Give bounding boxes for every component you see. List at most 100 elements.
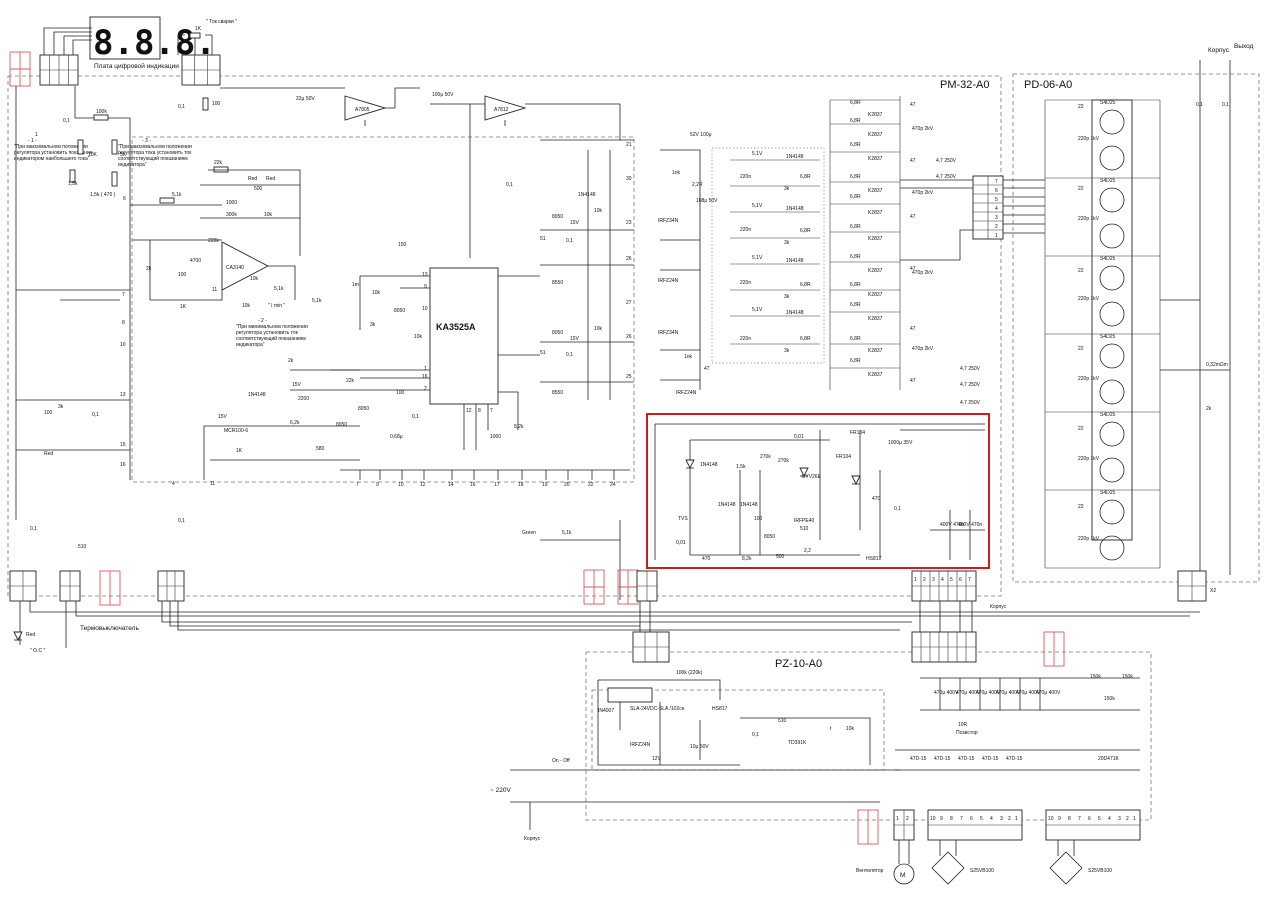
svg-text:470: 470	[702, 556, 711, 562]
svg-text:6,8R: 6,8R	[800, 174, 811, 180]
svg-text:150k: 150k	[1090, 674, 1101, 680]
svg-text:0,1: 0,1	[566, 352, 573, 358]
svg-text:1: 1	[995, 233, 998, 239]
imin-label: " I min "	[268, 303, 285, 309]
svg-text:10: 10	[422, 306, 428, 312]
svg-text:0,1: 0,1	[178, 518, 185, 524]
svg-text:500: 500	[776, 554, 785, 560]
svg-text:6: 6	[970, 816, 973, 822]
svg-text:1m: 1m	[352, 282, 359, 288]
highlight-region-contents: 1N4148 1,5k 270k 270k 0,01 FR104 FR104 1…	[654, 423, 985, 562]
svg-text:220p 1kV: 220p 1kV	[1078, 376, 1100, 382]
svg-text:1: 1	[914, 577, 917, 583]
oc-label: " O.C "	[30, 648, 45, 654]
svg-text:KA3525A: KA3525A	[436, 322, 476, 332]
svg-text:S25VB100: S25VB100	[970, 868, 994, 874]
svg-text:2: 2	[995, 224, 998, 230]
svg-text:22: 22	[1078, 426, 1084, 432]
svg-text:2,2: 2,2	[804, 548, 811, 554]
note3-heading: - 3 -	[142, 138, 151, 144]
svg-text:580: 580	[316, 446, 325, 452]
secondary-dotted-outline	[711, 147, 825, 364]
display-board-label: Плата цифровой индикации	[94, 62, 179, 70]
svg-text:47: 47	[910, 158, 916, 164]
svg-text:7: 7	[1078, 816, 1081, 822]
svg-text:6,8R: 6,8R	[850, 194, 861, 200]
svg-text:3: 3	[1118, 816, 1121, 822]
pm-board-outline	[7, 75, 1002, 597]
svg-text:8: 8	[122, 320, 125, 326]
svg-text:100: 100	[396, 390, 405, 396]
svg-text:1: 1	[1133, 816, 1136, 822]
svg-text:5,1k: 5,1k	[562, 530, 572, 536]
note2-heading: - 2 -	[258, 318, 267, 324]
svg-text:10k: 10k	[372, 290, 381, 296]
svg-text:CA3140: CA3140	[226, 265, 244, 271]
svg-text:IRFZ24N: IRFZ24N	[630, 742, 651, 748]
svg-text:22k: 22k	[346, 378, 355, 384]
svg-text:220p 1kV: 220p 1kV	[1078, 456, 1100, 462]
svg-text:220p 1kV: 220p 1kV	[1078, 216, 1100, 222]
svg-text:5,1k: 5,1k	[172, 192, 182, 198]
svg-text:10k: 10k	[250, 276, 259, 282]
svg-text:6,8R: 6,8R	[850, 100, 861, 106]
svg-text:0,68μ: 0,68μ	[390, 434, 403, 440]
svg-text:1000: 1000	[226, 200, 237, 206]
svg-text:10: 10	[398, 482, 404, 488]
svg-text:4: 4	[990, 816, 993, 822]
svg-text:X2: X2	[1210, 588, 1216, 594]
corpus-ground-label: Корпус	[524, 836, 541, 842]
svg-text:SLA-24VDC-SLA /102ce: SLA-24VDC-SLA /102ce	[630, 706, 685, 712]
opamp-ca3140	[221, 241, 269, 291]
svg-text:Корпус: Корпус	[1208, 47, 1230, 54]
corpus-label-mid: Корпус	[990, 604, 1007, 610]
pm-board-title: PM-32-A0	[940, 79, 990, 91]
svg-text:K2837: K2837	[868, 210, 883, 216]
svg-text:5,1V: 5,1V	[752, 307, 763, 313]
svg-text:K2837: K2837	[868, 292, 883, 298]
svg-text:15V: 15V	[570, 220, 580, 226]
svg-text:K2837: K2837	[868, 156, 883, 162]
svg-text:MCR100-6: MCR100-6	[224, 428, 248, 434]
svg-text:1K: 1K	[236, 448, 243, 454]
output-label: Выход	[1234, 43, 1254, 50]
svg-text:1N4148: 1N4148	[786, 206, 804, 212]
svg-text:Red: Red	[44, 451, 53, 457]
svg-text:2: 2	[1008, 816, 1011, 822]
svg-text:10: 10	[930, 816, 936, 822]
svg-text:HS817: HS817	[866, 556, 882, 562]
svg-text:12V: 12V	[652, 756, 662, 762]
x-connector-right: 7 6 5 4 3 2 1	[972, 175, 1004, 240]
svg-text:1N4148: 1N4148	[786, 258, 804, 264]
svg-text:6,8R: 6,8R	[800, 336, 811, 342]
svg-text:7: 7	[356, 482, 359, 488]
svg-text:TVS: TVS	[678, 516, 688, 522]
svg-text:2k: 2k	[1206, 406, 1212, 412]
svg-text:10R: 10R	[958, 722, 968, 728]
svg-text:150k: 150k	[1122, 674, 1133, 680]
svg-text:1nk: 1nk	[672, 170, 681, 176]
svg-text:15V: 15V	[292, 382, 302, 388]
svg-text:17: 17	[494, 482, 500, 488]
svg-text:4,7 250V: 4,7 250V	[936, 158, 957, 164]
pz-capacitor-bank: 470μ 400V 470μ 400V 470μ 400V 470μ 400V …	[920, 674, 1140, 711]
svg-text:470μ 400V: 470μ 400V	[996, 690, 1021, 696]
display-board	[89, 16, 161, 60]
svg-text:47D-15: 47D-15	[1006, 756, 1023, 762]
svg-text:0,01: 0,01	[676, 540, 686, 546]
svg-text:Red: Red	[26, 632, 35, 638]
svg-text:19: 19	[542, 482, 548, 488]
svg-text:220n: 220n	[740, 280, 751, 286]
svg-text:5,1V: 5,1V	[752, 151, 763, 157]
svg-text:12: 12	[466, 408, 472, 414]
pz-top-connectors	[632, 631, 1065, 667]
svg-text:9: 9	[940, 816, 943, 822]
svg-text:47D-15: 47D-15	[934, 756, 951, 762]
svg-text:47: 47	[910, 214, 916, 220]
note1-heading: - 1 -	[28, 138, 37, 144]
svg-text:8550: 8550	[552, 280, 563, 286]
svg-text:100: 100	[754, 516, 763, 522]
svg-text:6,2k: 6,2k	[290, 420, 300, 426]
svg-text:22: 22	[588, 482, 594, 488]
svg-text:6,8R: 6,8R	[850, 254, 861, 260]
